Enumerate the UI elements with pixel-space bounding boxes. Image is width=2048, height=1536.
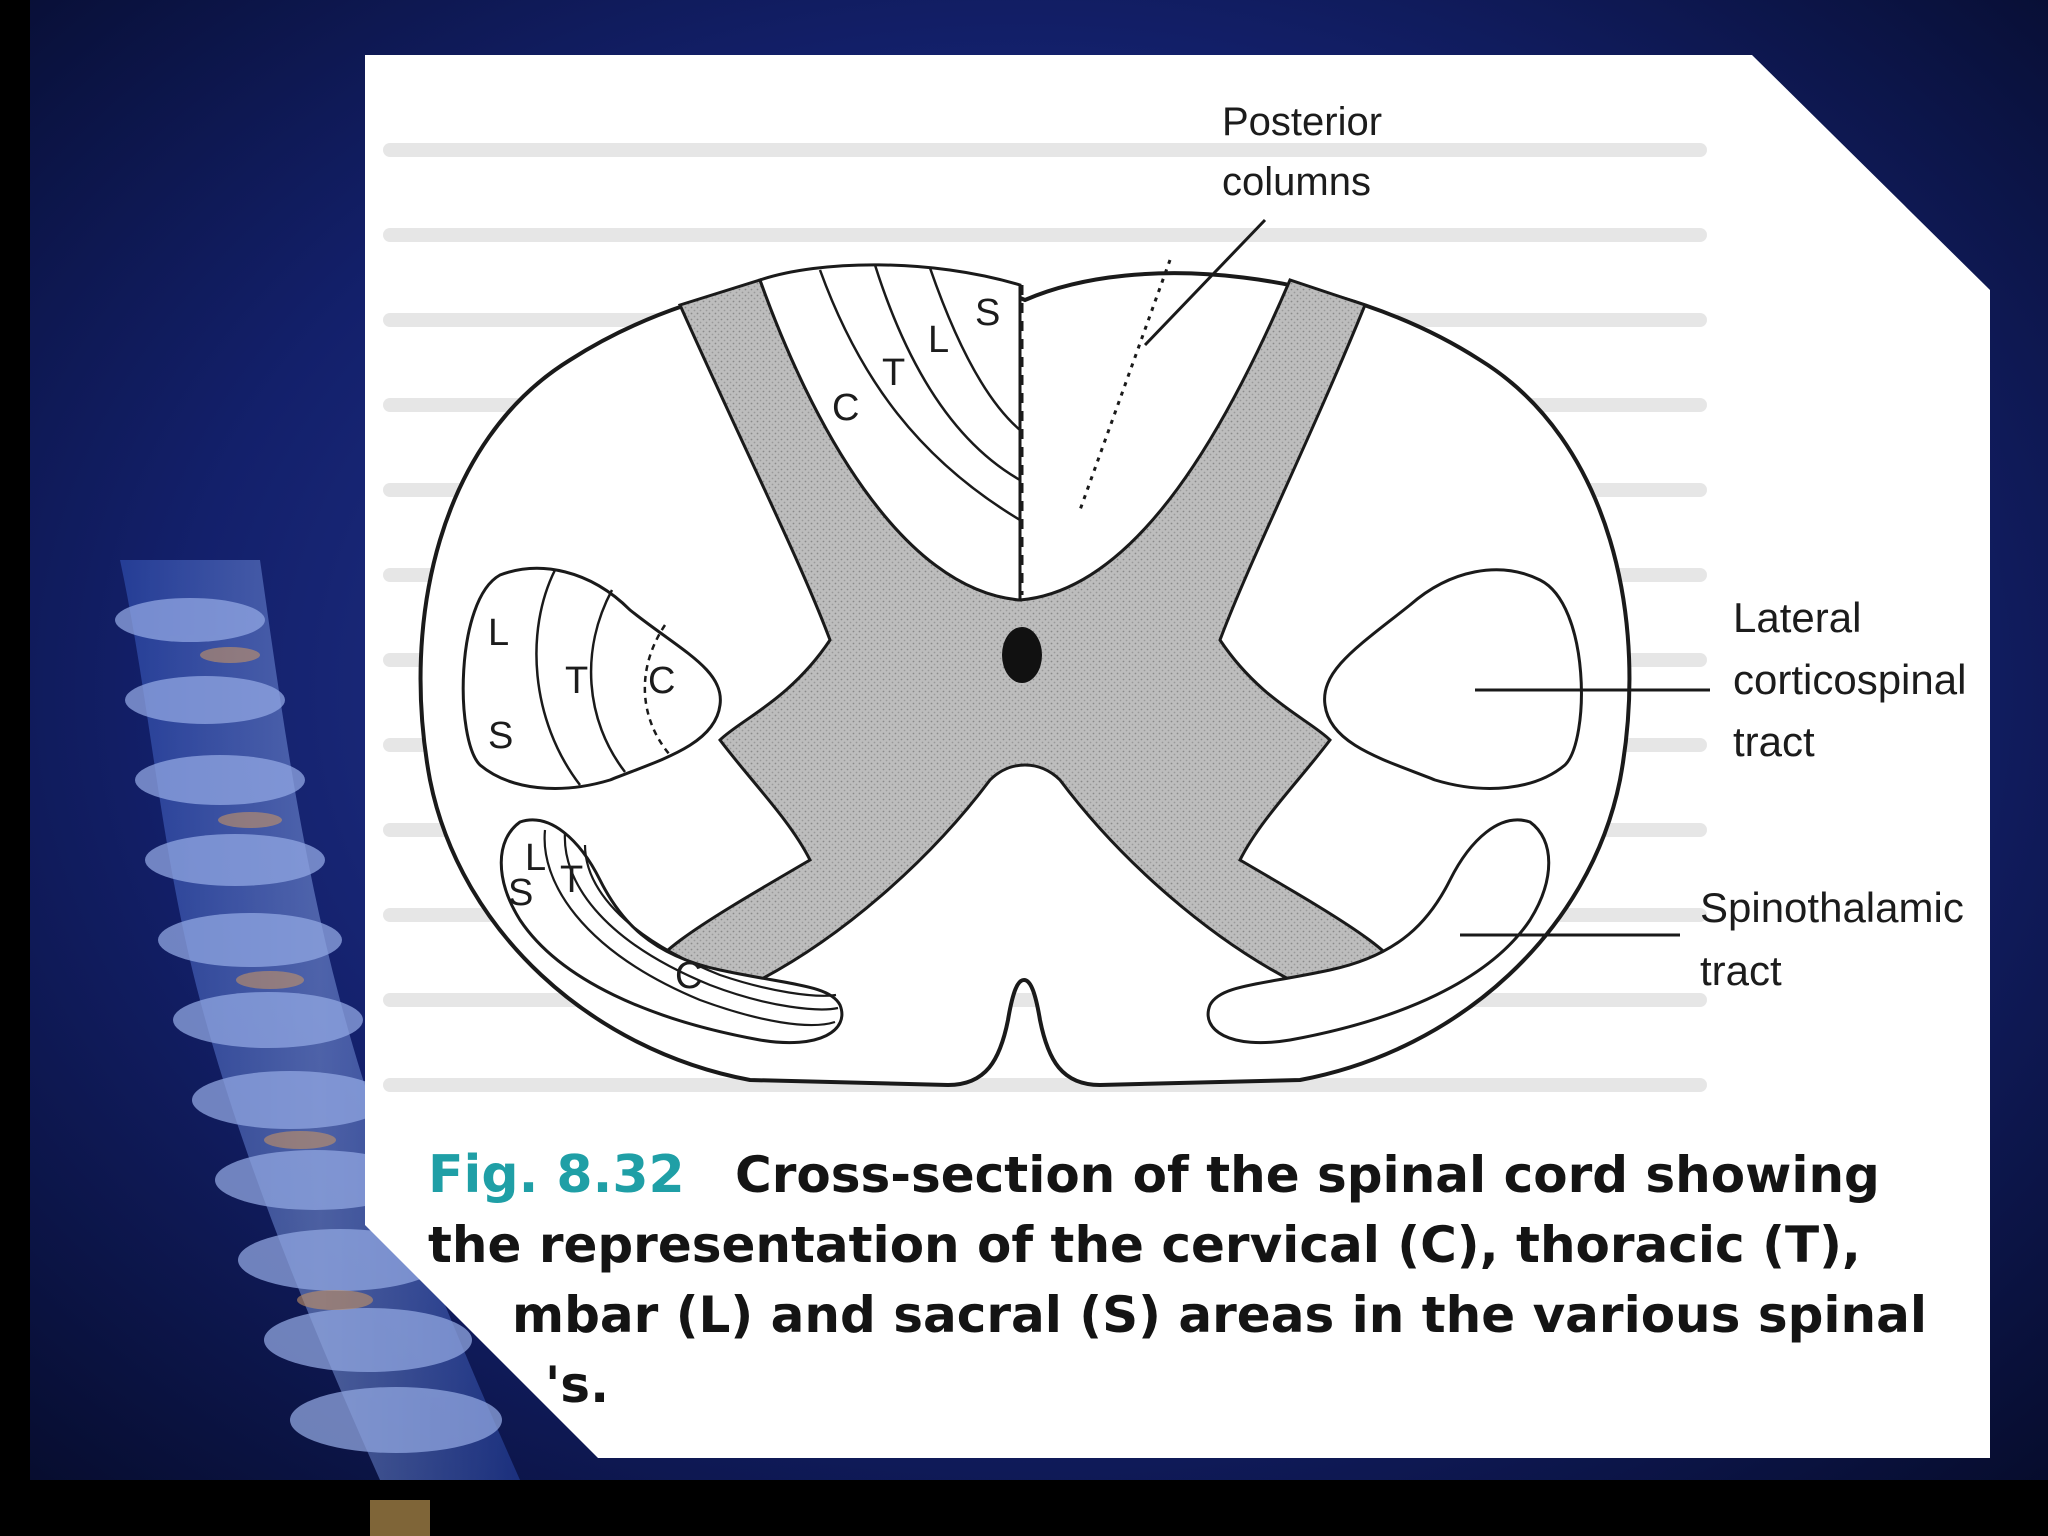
posterior-columns-lamina-lines [818,264,1021,522]
caption-line-4: 's. [545,1356,609,1414]
stt-segment-l: L [525,837,546,879]
black-border-left [0,0,30,1536]
svg-text:Posterior: Posterior [1222,100,1382,144]
svg-text:corticospinal: corticospinal [1733,656,1966,703]
posterior-leader-dotted [1078,259,1172,511]
figure-caption: Fig. 8.32 Cross-section of the spinal co… [428,1145,1927,1414]
caption-line-3: mbar (L) and sacral (S) areas in the var… [512,1286,1927,1344]
posterior-columns-label: Posterior columns [1222,100,1382,204]
lct-segment-l: L [488,612,509,654]
svg-text:tract: tract [1700,947,1782,994]
stt-segment-s: S [508,872,533,914]
lateral-corticospinal-tract-label: Lateral corticospinal tract [1733,594,1966,765]
stt-segment-c: C [675,955,702,997]
svg-text:columns: columns [1222,160,1371,204]
lct-segment-t: T [565,660,588,702]
posterior-segment-s: S [975,292,1000,334]
black-border-bottom [0,1480,2048,1536]
caption-line-2: the representation of the cervical (C), … [428,1216,1861,1274]
posterior-segment-c: C [832,387,859,429]
svg-text:Lateral: Lateral [1733,594,1861,641]
svg-text:tract: tract [1733,718,1815,765]
lct-segment-c: C [648,660,675,702]
left-lct-lamina-lines [535,569,671,786]
posterior-segment-t: T [882,352,905,394]
central-canal [1002,627,1042,683]
posterior-segment-l: L [928,319,949,361]
lct-segment-s: S [488,715,513,757]
caption-line-1: Cross-section of the spinal cord showing [735,1146,1880,1204]
svg-text:Spinothalamic: Spinothalamic [1700,884,1964,931]
posterior-leader-line [1143,218,1267,347]
posterior-columns-region [758,263,1022,602]
left-spinothalamic-tract [499,818,844,1045]
left-stt-lamina-lines [543,829,839,1027]
right-lateral-corticospinal-tract [1323,568,1583,790]
right-spinothalamic-tract [1206,818,1551,1045]
spinothalamic-tract-label: Spinothalamic tract [1700,884,1964,994]
caption-figure-number: Fig. 8.32 [428,1145,685,1205]
stt-segment-t: T [560,859,583,901]
